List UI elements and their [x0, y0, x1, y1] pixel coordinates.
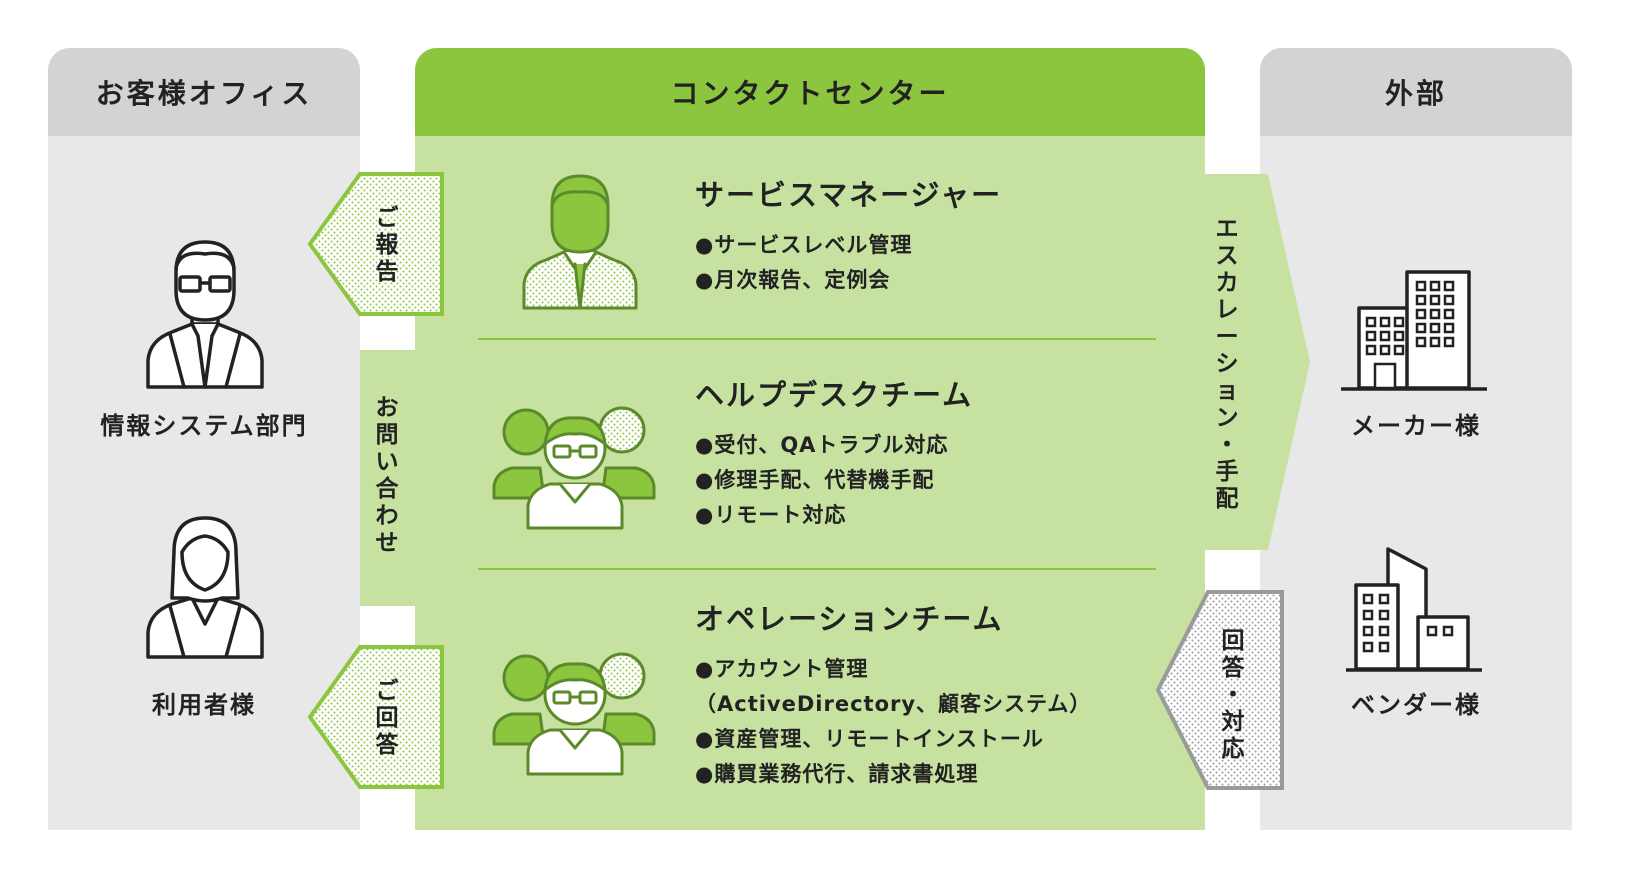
vertical-char: 問 — [375, 422, 399, 448]
external-actor-label-maker: メーカー様 — [1351, 412, 1481, 440]
section-items-service-manager: ●サービスレベル管理 ●月次報告、定例会 — [695, 228, 912, 298]
inquiry-label: お問い合わせ — [372, 395, 402, 557]
customer-column-body — [48, 48, 360, 830]
vertical-char: い — [375, 449, 399, 475]
external-column-body — [1260, 48, 1572, 830]
center-header-text: コンタクトセンター — [670, 77, 950, 110]
section-title-service-manager: サービスマネージャー — [695, 178, 1003, 212]
list-item: ●月次報告、定例会 — [695, 268, 891, 292]
vertical-char: レ — [1215, 297, 1239, 323]
vertical-char: ス — [1215, 243, 1239, 269]
answer-label: ご回答 — [372, 678, 402, 759]
vertical-char: ー — [1215, 324, 1239, 350]
customer-column-header: お客様オフィス — [48, 48, 360, 136]
section-items-helpdesk: ●受付、QAトラブル対応 ●修理手配、代替機手配 ●リモート対応 — [695, 428, 948, 533]
external-actor-label-vendor: ベンダー様 — [1351, 691, 1481, 719]
vendor-building-icon — [1346, 547, 1482, 672]
vertical-char: 報 — [375, 232, 399, 258]
vertical-char: わ — [375, 503, 399, 529]
section-divider-1 — [478, 338, 1156, 340]
response-arrow-shape — [1155, 590, 1284, 790]
list-item: ●修理手配、代替機手配 — [695, 468, 935, 492]
operation-team-icon — [492, 652, 656, 776]
escalation-label: エスカレーション・手配 — [1212, 216, 1242, 513]
vertical-char: ョ — [1215, 378, 1239, 404]
section-title-operation: オペレーションチーム — [695, 602, 1004, 636]
customer-actor-label-user: 利用者様 — [152, 691, 256, 719]
list-item: （ActiveDirectory、顧客システム） — [695, 692, 1092, 716]
vertical-char: 合 — [375, 476, 399, 502]
list-item: ●受付、QAトラブル対応 — [695, 433, 949, 457]
external-column-header: 外部 — [1260, 48, 1572, 136]
vertical-char: 回 — [375, 705, 399, 731]
list-item: ●購買業務代行、請求書処理 — [695, 762, 979, 786]
vertical-char: カ — [1215, 270, 1239, 296]
inquiry-arrow-cover — [360, 350, 415, 606]
vertical-char: ご — [375, 678, 399, 704]
vertical-char: せ — [375, 530, 399, 556]
office-building-icon — [1341, 270, 1487, 391]
report-label: ご報告 — [372, 205, 402, 286]
woman-suit-icon — [146, 516, 264, 659]
section-divider-2 — [478, 568, 1156, 570]
list-item: ●アカウント管理 — [695, 657, 869, 681]
list-item: ●資産管理、リモートインストール — [695, 727, 1044, 751]
customer-header-text: お客様オフィス — [95, 77, 313, 110]
vertical-char: エ — [1215, 216, 1239, 242]
list-item: ●サービスレベル管理 — [695, 233, 913, 257]
man-with-glasses-suit-icon — [146, 240, 264, 389]
vertical-char: 対 — [1221, 709, 1245, 735]
customer-actor-label-it: 情報システム部門 — [100, 412, 308, 440]
service-manager-icon — [522, 174, 638, 310]
answer-arrow-shape — [307, 645, 444, 789]
vertical-char: 回 — [1221, 628, 1245, 654]
vertical-char: 答 — [375, 732, 399, 758]
section-items-operation: ●アカウント管理 （ActiveDirectory、顧客システム） ●資産管理、… — [695, 652, 1091, 792]
vertical-char: ・ — [1221, 682, 1245, 708]
vertical-char: 応 — [1221, 736, 1245, 762]
report-arrow-shape — [307, 172, 444, 316]
vertical-char: ン — [1215, 405, 1239, 431]
vertical-char: 配 — [1215, 486, 1239, 512]
section-title-helpdesk: ヘルプデスクチーム — [695, 378, 974, 412]
escalation-arrow-shape — [1205, 174, 1310, 550]
list-item: ●リモート対応 — [695, 503, 847, 527]
vertical-char: 告 — [375, 259, 399, 285]
vertical-char: 答 — [1221, 655, 1245, 681]
helpdesk-team-icon — [492, 406, 656, 530]
vertical-char: ・ — [1215, 432, 1239, 458]
external-header-text: 外部 — [1384, 77, 1447, 110]
center-column-header: コンタクトセンター — [415, 48, 1205, 136]
response-label: 回答・対応 — [1218, 628, 1248, 763]
vertical-char: 手 — [1215, 459, 1239, 485]
vertical-char: ご — [375, 205, 399, 231]
vertical-char: お — [375, 395, 399, 421]
vertical-char: シ — [1215, 351, 1239, 377]
